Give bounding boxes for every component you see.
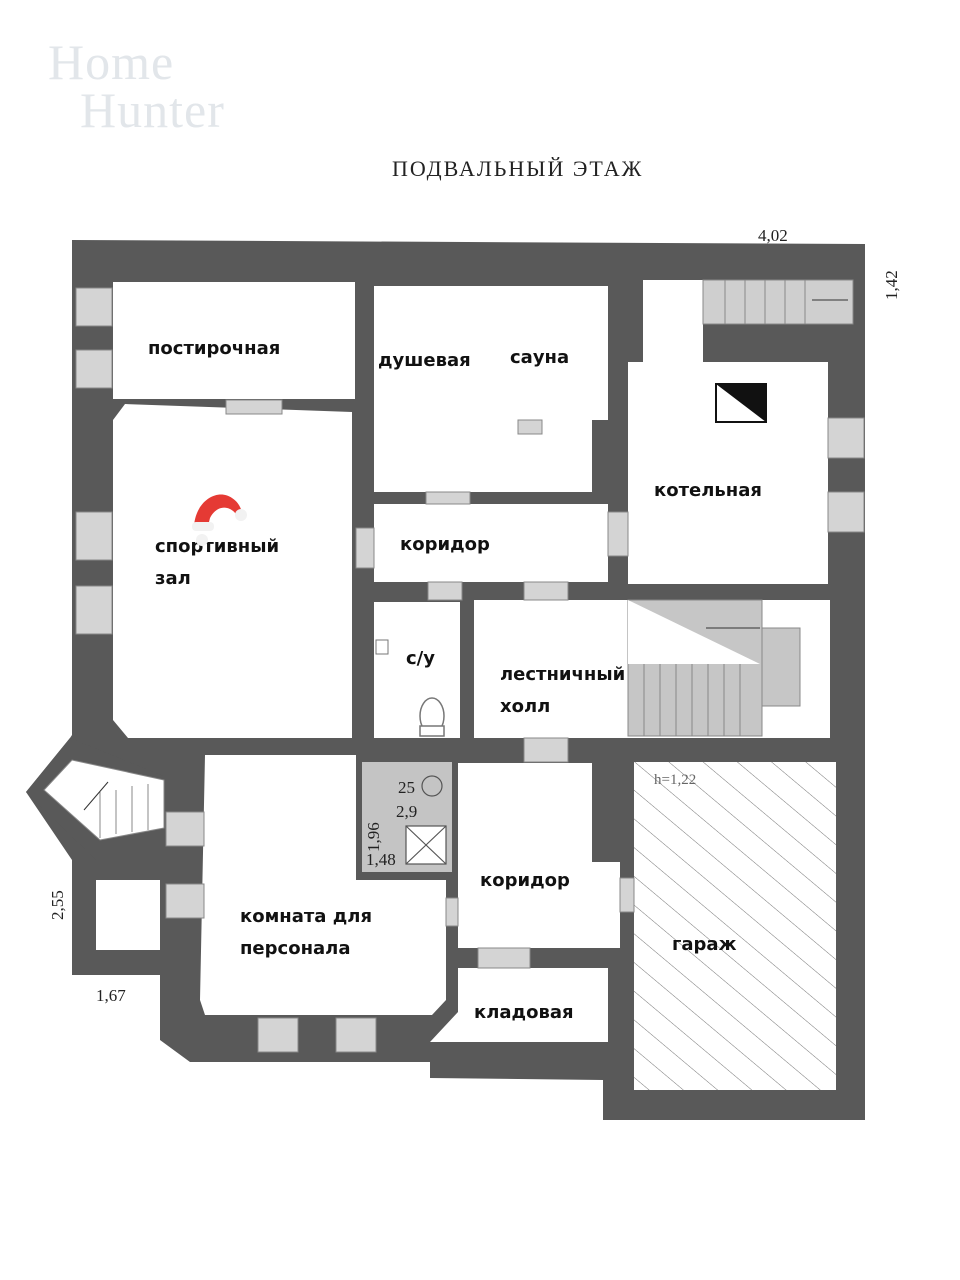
dim-right-vertical: 1,42 [882,270,901,300]
room-label-sauna: сауна [510,347,570,368]
sink-icon [375,639,389,655]
room-label-sportzal-1: спортивный [155,536,280,557]
left-stair [43,759,165,841]
room-label-su: с/у [406,648,435,669]
dim-left-vertical: 2,55 [48,890,67,920]
top-stair [702,279,854,325]
room-label-hall-1: лестничный [500,664,626,685]
dim-wc-25: 25 [398,778,415,797]
boiler-icon [715,383,767,423]
windows-layer [75,287,865,1053]
room-label-kotelnaya: котельная [654,480,762,501]
dim-wc-148: 1,48 [366,850,396,869]
plan-title: ПОДВАЛЬНЫЙ ЭТАЖ [392,156,644,181]
toilet-icon [419,697,445,737]
shower-icon [405,775,447,865]
dim-top-right: 4,02 [758,226,788,245]
room-label-garage: гараж [672,934,737,955]
home-hunter-logo: Home Hunter [48,34,225,138]
dim-wc-29: 2,9 [396,802,418,821]
room-label-koridor-bottom: коридор [480,870,570,891]
dim-bottom-left: 1,67 [96,986,126,1005]
santa-hat-icon [192,494,247,546]
dim-wc-196: 1,96 [364,822,383,852]
room-label-koridor-top: коридор [400,534,490,555]
main-stair [627,599,801,737]
room-label-postirochnaya: постирочная [148,338,281,359]
room-label-hall-2: холл [500,696,551,717]
room-label-sportzal-2: зал [155,568,191,589]
room-label-dushevaya: душевая [378,350,471,371]
room-label-personal-1: комната для [240,906,373,927]
garage-hatching [634,762,836,1090]
dim-garage-height: h=1,22 [654,772,697,788]
room-label-personal-2: персонала [240,938,351,959]
room-label-kladovaya: кладовая [474,1002,574,1023]
